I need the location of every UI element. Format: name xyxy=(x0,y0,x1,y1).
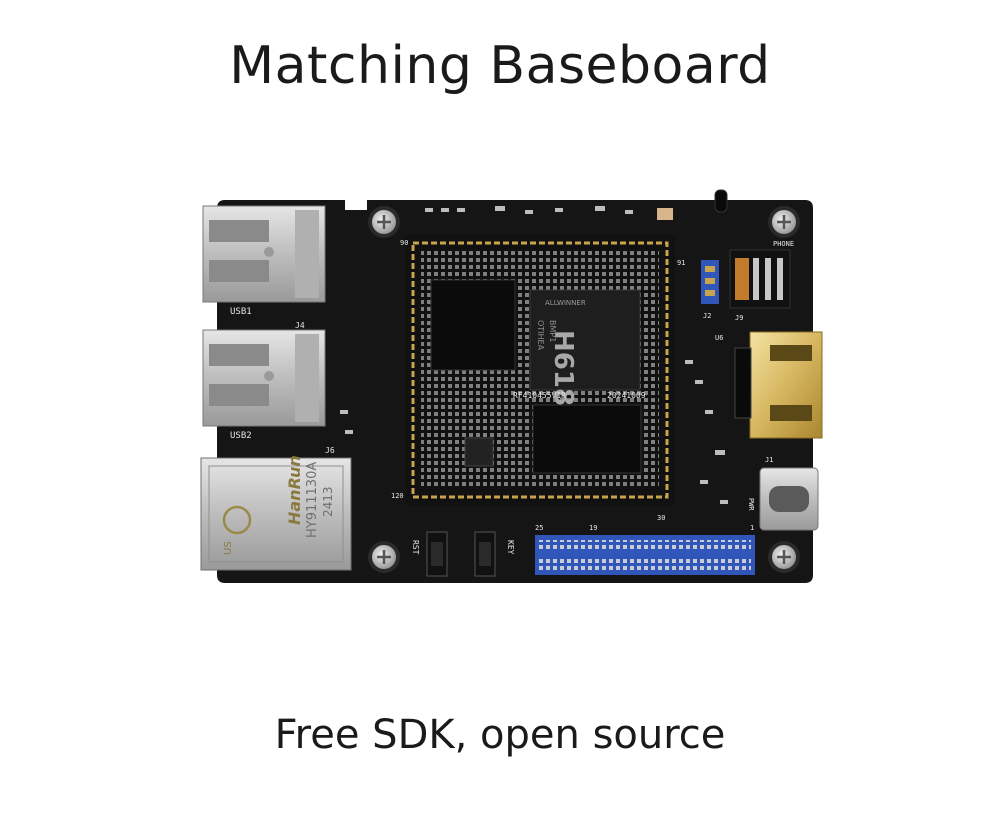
blue-header-small xyxy=(701,260,719,304)
soc-line2: BMP1 xyxy=(548,320,557,342)
ram-chip-2 xyxy=(532,404,642,474)
key-button-cap xyxy=(479,542,491,566)
label-pin30: 30 xyxy=(657,514,665,522)
label-phone: PHONE xyxy=(773,240,794,248)
led-icon xyxy=(657,208,673,220)
label-j6: J6 xyxy=(325,446,335,455)
screw-icon xyxy=(368,206,400,238)
label-j1: J1 xyxy=(765,456,773,464)
label-usb2: USB2 xyxy=(230,431,252,441)
gpio-header xyxy=(535,535,755,575)
ethernet-code: 2413 xyxy=(321,486,335,517)
soc-line1: OTIHEA xyxy=(536,320,545,351)
usb-port-2 xyxy=(202,329,326,427)
screw-icon xyxy=(768,206,800,238)
screw-icon xyxy=(368,541,400,573)
audio-jack xyxy=(729,249,791,309)
label-pin19: 19 xyxy=(589,524,597,532)
page-caption: Free SDK, open source xyxy=(274,712,726,758)
module-date: 20241009 xyxy=(607,391,646,400)
soc-model: H618 xyxy=(548,330,578,406)
page-title: Matching Baseboard xyxy=(229,36,771,96)
ir-receiver xyxy=(714,189,728,213)
usb-port-1 xyxy=(202,205,326,303)
label-key: KEY xyxy=(506,540,515,555)
label-pin91: 91 xyxy=(677,259,685,267)
soc-chip xyxy=(529,289,641,391)
ethernet-brand: HanRun xyxy=(285,455,304,525)
label-pin120: 120 xyxy=(391,492,404,500)
label-pin1: 1 xyxy=(750,524,754,532)
label-j2: J2 xyxy=(703,312,711,320)
label-pin90: 90 xyxy=(400,239,408,247)
ethernet-model: HY911130A xyxy=(305,462,320,538)
reset-button-cap xyxy=(431,542,443,566)
label-pwr: PWR xyxy=(747,498,755,511)
label-u6: U6 xyxy=(715,334,723,342)
label-pin25: 25 xyxy=(535,524,543,532)
pmic-chip xyxy=(464,437,494,467)
hdmi-port xyxy=(734,331,823,439)
baseboard-illustration: HanRun HY911130A 2413 US USB1 USB2 J4 J6… xyxy=(200,189,823,583)
screw-icon xyxy=(768,541,800,573)
baseboard-photo: HanRun HY911130A 2413 US USB1 USB2 J4 J6… xyxy=(195,180,835,590)
label-rst: RST xyxy=(411,540,420,555)
label-j4: J4 xyxy=(295,321,305,330)
label-j9: J9 xyxy=(735,314,743,322)
soc-brand: ALLWINNER xyxy=(545,299,586,307)
ethernet-mark: US xyxy=(223,541,234,555)
ram-chip-1 xyxy=(430,279,516,371)
smd-components xyxy=(340,206,728,504)
ul-mark-icon xyxy=(222,505,252,535)
usb-c-port xyxy=(759,467,819,531)
som-gold-frame xyxy=(411,241,669,499)
module-serial: RF410455V1R xyxy=(513,391,566,400)
label-usb1: USB1 xyxy=(230,307,252,317)
